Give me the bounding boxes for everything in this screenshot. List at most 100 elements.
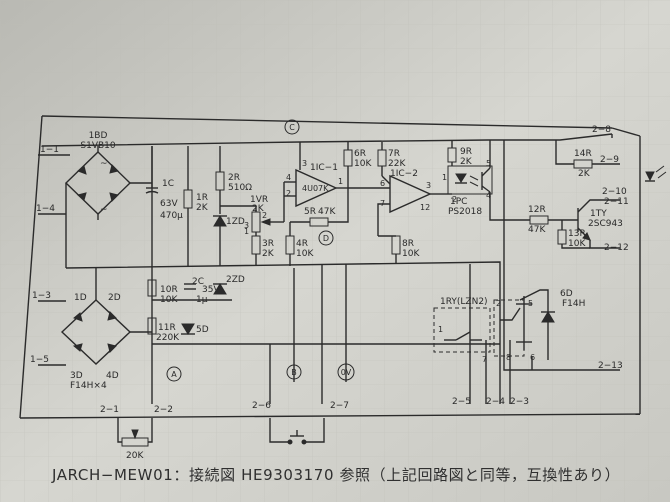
ic2-pin-3: 3 xyxy=(426,181,431,190)
terminal-2-5: 2−5 xyxy=(452,397,471,407)
bridge-1bd-label: 1BD xyxy=(89,131,108,141)
external-pot-value: 20K xyxy=(126,451,144,461)
terminal-2-4: 2−4 xyxy=(486,397,505,407)
pc-pin-1: 1 xyxy=(442,173,447,182)
resistor-11r-label: 11R xyxy=(158,323,176,333)
capacitor-1c-label: 1C xyxy=(162,179,174,189)
resistor-9r-value: 2K xyxy=(460,157,473,167)
diode-2d-label: 2D xyxy=(108,293,121,303)
diode-1d-label: 1D xyxy=(74,293,87,303)
resistor-14r-value: 2K xyxy=(578,169,591,179)
relay-pin-5: 5 xyxy=(528,299,533,308)
diode-4d-label: 4D xyxy=(106,371,119,381)
resistor-6r-label: 6R xyxy=(354,149,366,159)
terminal-2-8: 2−8 xyxy=(592,125,611,135)
diode-5d-label: 5D xyxy=(196,325,209,335)
resistor-9r-label: 9R xyxy=(460,147,472,157)
resistor-14r-label: 14R xyxy=(574,149,592,159)
marker-d: D xyxy=(323,234,329,243)
relay-pin-7: 7 xyxy=(482,355,487,364)
pot-1vr-label: 1VR xyxy=(250,195,268,205)
resistor-6r: 6R 10K xyxy=(343,142,390,189)
resistor-2r-zener: 2R 510Ω 1ZD xyxy=(213,146,256,266)
resistor-5r-label: 5R xyxy=(304,207,316,217)
ic1-pin-4: 4 xyxy=(286,173,291,182)
terminal-2-11: 2−11 xyxy=(604,197,629,207)
pc-pin-2: 2 xyxy=(452,195,457,204)
opamp-ic1-2: 7R 22K 1IC−2 6 7 3 12 8R 10K xyxy=(377,142,444,264)
capacitor-2c-voltage: 35V xyxy=(202,285,220,295)
resistor-10r-label: 10R xyxy=(160,285,178,295)
ac-symbol-bottom: ~ xyxy=(100,205,108,215)
opamp-ic1-1-label: 1IC−1 xyxy=(310,163,338,173)
resistor-3r-value: 2K xyxy=(262,249,275,259)
resistor-11r-value: 220K xyxy=(156,333,180,343)
terminal-2-9: 2−9 xyxy=(600,155,619,165)
resistor-2r-label: 2R xyxy=(228,173,240,183)
ic1-pin-1: 1 xyxy=(338,177,343,186)
zener-1zd-label: 1ZD xyxy=(226,217,245,227)
capacitor-1c-value: 470μ xyxy=(160,211,183,221)
ic2-pin-6: 6 xyxy=(380,179,385,188)
capacitor-1c-voltage: 63V xyxy=(160,199,178,209)
ic1-pin-2: 2 xyxy=(286,189,291,198)
resistor-13r-value: 10K xyxy=(568,239,586,249)
relay-pin-8: 8 xyxy=(506,353,511,362)
ac-symbol-top: ~ xyxy=(100,159,108,169)
diode-6d-part: F14H xyxy=(562,299,585,309)
marker-b: B xyxy=(291,368,297,377)
capacitor-2c-label: 2C xyxy=(192,277,204,287)
resistor-4r: 4R 10K xyxy=(285,222,314,266)
resistor-7r-label: 7R xyxy=(388,149,400,159)
opamp-ic1-1: 1IC−1 4U07K 4 2 3 1 5R 47K xyxy=(283,142,349,227)
opamp-ic1-2-label: 1IC−2 xyxy=(390,169,418,179)
pc-pin-5: 5 xyxy=(486,159,491,168)
bridge-1bd: 1BD S1VB10 ~ ~ xyxy=(64,131,152,268)
terminal-1-1: 1−1 xyxy=(40,145,59,155)
transistor-label: 1TY xyxy=(590,209,607,219)
resistor-6r-value: 10K xyxy=(354,159,372,169)
terminal-labels: 1−1 1−4 1−3 1−5 2−1 2−2 2−6 2−7 2−5 2−4 … xyxy=(30,125,629,415)
resistor-1r-value: 2K xyxy=(196,203,209,213)
terminal-2-7: 2−7 xyxy=(330,401,349,411)
relay-1ry: 1RY(LZN2) 6D F14H 2 5 1 7 8 6 xyxy=(433,289,585,404)
transistor-stage: 14R 2K 12R 47K 1TY 2SC943 13R 10K xyxy=(503,140,623,371)
resistor-4r-label: 4R xyxy=(296,239,308,249)
resistor-8r-value: 10K xyxy=(402,249,420,259)
resistor-2r-value: 510Ω xyxy=(228,183,252,193)
bridge-1bd-part: S1VB10 xyxy=(80,141,115,151)
terminal-1-5: 1−5 xyxy=(30,355,49,365)
terminal-2-1: 2−1 xyxy=(100,405,119,415)
ic1-pin-3: 3 xyxy=(302,159,307,168)
capacitor-1c: 1C 63V 470μ xyxy=(145,146,183,221)
relay-pin-1: 1 xyxy=(438,325,443,334)
terminal-1-4: 1−4 xyxy=(36,204,55,214)
terminal-2-13: 2−13 xyxy=(598,361,623,371)
resistor-1r: 1R 2K xyxy=(183,146,209,266)
terminal-1-3: 1−3 xyxy=(32,291,51,301)
resistor-13r-label: 13R xyxy=(568,229,586,239)
pot-1vr: 1VR 2K 2 3 1 3R 2K xyxy=(244,195,284,266)
resistor-5r-value: 47K xyxy=(318,207,336,217)
ic2-pin-12: 12 xyxy=(420,203,430,212)
ic2-pin-7: 7 xyxy=(380,199,385,208)
resistor-12r-label: 12R xyxy=(528,205,546,215)
pot-pin-2: 2 xyxy=(262,211,267,220)
photocoupler-1pc: 9R 2K 1 2 5 4 1PC PS2018 xyxy=(442,140,530,221)
resistor-3r-label: 3R xyxy=(262,239,274,249)
resistor-4r-value: 10K xyxy=(296,249,314,259)
terminal-2-12: 2−12 xyxy=(604,243,629,253)
opamp-ic1-part: 4U07K xyxy=(302,184,329,193)
pot-pin-3: 3 xyxy=(244,221,249,230)
photocoupler-part: PS2018 xyxy=(448,207,482,217)
resistor-7r-value: 22K xyxy=(388,159,406,169)
pot-1vr-value: 2K xyxy=(252,204,265,214)
diode-6d-label: 6D xyxy=(560,289,573,299)
marker-a: A xyxy=(171,370,177,379)
terminal-2-3: 2−3 xyxy=(510,397,529,407)
terminal-2-2: 2−2 xyxy=(154,405,173,415)
terminal-2-10: 2−10 xyxy=(602,187,627,197)
diode-bridge-part: F14H×4 xyxy=(70,381,107,391)
